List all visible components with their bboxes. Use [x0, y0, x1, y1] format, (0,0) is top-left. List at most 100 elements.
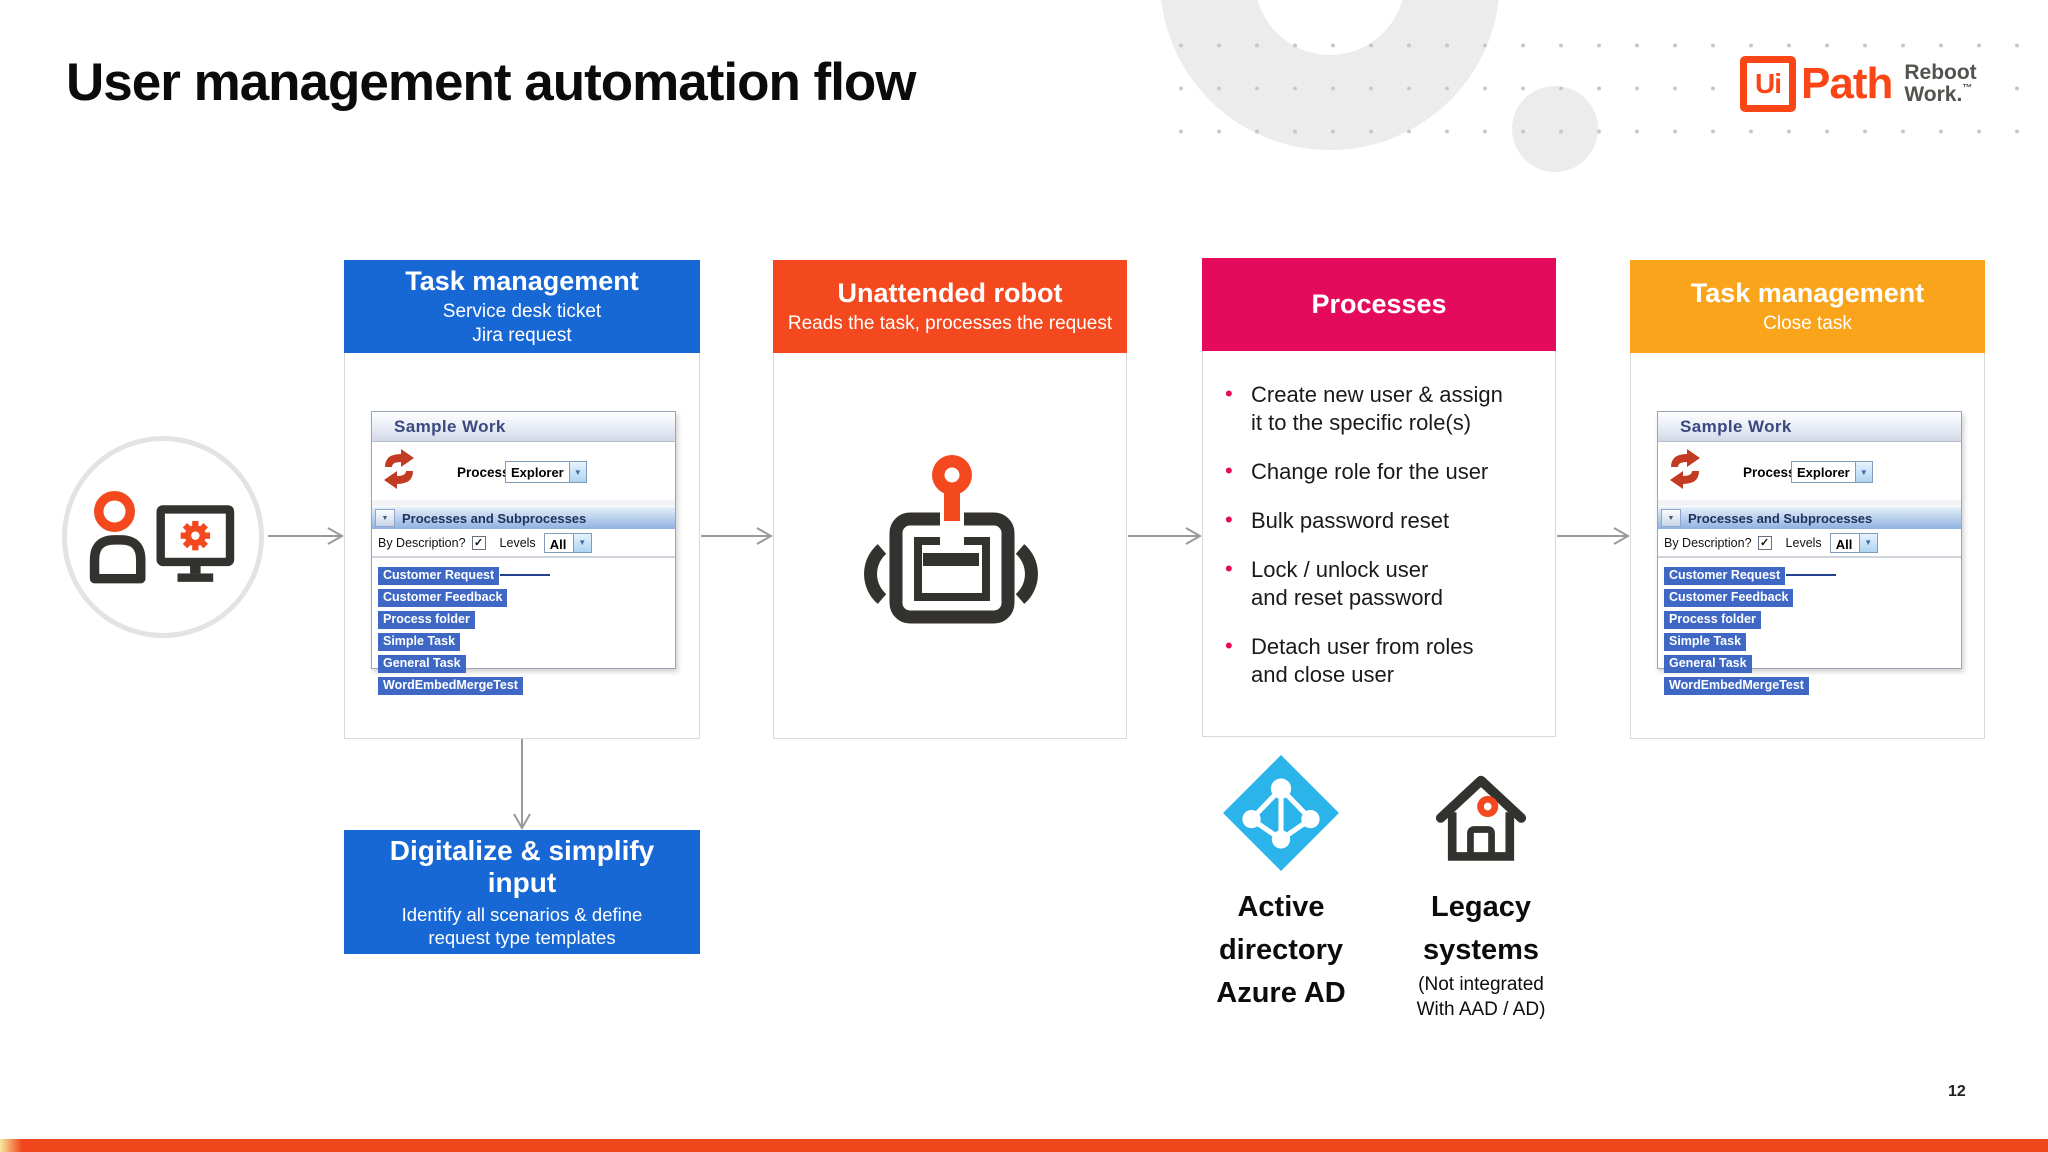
tree-node[interactable]: Simple Task: [378, 633, 461, 651]
sample-work-panel: Sample Work Process Explorer ▼ ▼ Process…: [371, 411, 676, 695]
logo-tagline: Reboot Work.™: [1904, 60, 1977, 106]
tree-node[interactable]: WordEmbedMergeTest: [1664, 677, 1809, 695]
tree-node[interactable]: Customer Feedback: [378, 589, 508, 607]
filter-row: By Description? ✓ Levels All ▼: [372, 529, 675, 558]
collapse-button[interactable]: ▼: [375, 509, 395, 527]
levels-dropdown[interactable]: All ▼: [1829, 532, 1878, 553]
logo-trademark: ™: [1962, 83, 1973, 94]
step2-title: Unattended robot: [837, 277, 1063, 308]
by-description-label: By Description?: [1664, 535, 1752, 550]
by-description-label: By Description?: [378, 535, 466, 550]
processes-section-bar: ▼ Processes and Subprocesses: [1658, 506, 1961, 529]
step4-body: Sample Work Process Explorer ▼ ▼ Process…: [1630, 353, 1985, 739]
tree-node[interactable]: Simple Task: [1664, 633, 1747, 651]
dropdown-arrow-icon[interactable]: ▼: [1854, 462, 1872, 482]
digitalize-title: Digitalize & simplify input: [389, 834, 655, 898]
tree-node[interactable]: Customer Request: [1664, 567, 1786, 585]
step-processes: Processes Create new user & assign it to…: [1202, 258, 1556, 737]
step1-body: Sample Work Process Explorer ▼ ▼ Process…: [344, 353, 700, 739]
refresh-icon: [384, 449, 414, 489]
process-dropdown[interactable]: Explorer ▼: [1791, 461, 1873, 483]
process-dropdown[interactable]: Explorer ▼: [505, 461, 587, 483]
person-head-icon: [94, 491, 135, 532]
bullet-item: Change role for the user: [1219, 457, 1541, 486]
tree-node[interactable]: Customer Feedback: [1664, 589, 1794, 607]
levels-dropdown-value: All: [1835, 536, 1853, 552]
step4-header: Task management Close task: [1630, 260, 1985, 353]
process-tree: Customer RequestCustomer Feedback Proces…: [1658, 558, 1961, 699]
active-directory-block: Active directory Azure AD: [1186, 752, 1376, 1015]
step4-subtitle: Close task: [1763, 312, 1852, 334]
legacy-systems-block: Legacy systems (Not integrated With AAD …: [1386, 752, 1576, 1022]
levels-label: Levels: [1785, 535, 1822, 550]
step1-header: Task management Service desk ticket Jira…: [344, 260, 700, 353]
page-number: 12: [1948, 1083, 1966, 1100]
tree-node[interactable]: Customer Request: [378, 567, 500, 585]
digitalize-subtitle: Identify all scenarios & define request …: [401, 903, 643, 948]
sample-work-title: Sample Work: [372, 412, 675, 442]
legacy-systems-label: Legacy systems: [1422, 891, 1540, 966]
tree-node[interactable]: WordEmbedMergeTest: [378, 677, 523, 695]
tree-node[interactable]: Process folder: [378, 611, 475, 629]
step-task-management-intake: Task management Service desk ticket Jira…: [344, 260, 700, 739]
process-dropdown-value: Explorer: [511, 465, 564, 480]
step2-body: [773, 353, 1127, 739]
person-body-icon: [89, 535, 146, 584]
dropdown-arrow-icon[interactable]: ▼: [1858, 533, 1877, 552]
bullet-item: Detach user from roles and close user: [1219, 632, 1541, 689]
step-task-management-close: Task management Close task Sample Work P…: [1630, 260, 1985, 739]
tree-node[interactable]: General Task: [378, 655, 466, 673]
active-directory-label: Active directory Azure AD: [1216, 891, 1346, 1009]
node-connector: [500, 573, 551, 576]
process-bullet-list: Create new user & assign it to the speci…: [1203, 351, 1555, 689]
collapse-button[interactable]: ▼: [1661, 509, 1681, 527]
legacy-systems-note: (Not integrated With AAD / AD): [1416, 973, 1546, 1020]
step3-body: Create new user & assign it to the speci…: [1202, 351, 1556, 737]
step2-subtitle: Reads the task, processes the request: [787, 312, 1113, 334]
sample-work-toolbar: Process Explorer ▼: [1658, 442, 1961, 506]
levels-label: Levels: [499, 535, 536, 550]
processes-section-bar: ▼ Processes and Subprocesses: [372, 506, 675, 529]
step-unattended-robot: Unattended robot Reads the task, process…: [773, 260, 1127, 739]
tree-node[interactable]: General Task: [1664, 655, 1752, 673]
requester-circle: [62, 436, 264, 638]
dropdown-arrow-icon[interactable]: ▼: [572, 533, 591, 552]
process-tree: Customer RequestCustomer Feedback Proces…: [372, 558, 675, 699]
by-description-checkbox[interactable]: ✓: [471, 535, 486, 550]
logo-path-text: Path: [1801, 59, 1893, 108]
step3-header: Processes: [1202, 258, 1556, 351]
footer-accent-bar: [0, 1139, 2048, 1152]
levels-dropdown-value: All: [549, 536, 567, 552]
process-dropdown-value: Explorer: [1797, 465, 1850, 480]
uipath-logo-icon: Ui: [1740, 56, 1796, 112]
robot-icon: [864, 455, 1038, 624]
digitalize-box: Digitalize & simplify input Identify all…: [344, 830, 700, 954]
legacy-house-icon: [1435, 775, 1527, 861]
page-title: User management automation flow: [66, 53, 917, 112]
step1-title: Task management: [405, 265, 639, 296]
node-connector: [1786, 573, 1837, 576]
step3-title: Processes: [1311, 289, 1447, 319]
bullet-item: Lock / unlock user and reset password: [1219, 555, 1541, 612]
logo-tagline-text: Reboot Work.: [1904, 60, 1977, 106]
dropdown-arrow-icon[interactable]: ▼: [568, 462, 586, 482]
tree-node[interactable]: Process folder: [1664, 611, 1761, 629]
sample-work-toolbar: Process Explorer ▼: [372, 442, 675, 506]
filter-row: By Description? ✓ Levels All ▼: [1658, 529, 1961, 558]
gear-icon: [180, 520, 211, 551]
logo-ui-text: Ui: [1755, 68, 1782, 99]
bullet-item: Create new user & assign it to the speci…: [1219, 380, 1541, 437]
sample-work-panel: Sample Work Process Explorer ▼ ▼ Process…: [1657, 411, 1962, 695]
step2-header: Unattended robot Reads the task, process…: [773, 260, 1127, 353]
azure-ad-icon: [1223, 755, 1339, 871]
by-description-checkbox[interactable]: ✓: [1757, 535, 1772, 550]
section-header-label: Processes and Subprocesses: [1688, 510, 1873, 526]
person-and-computer-icon: [89, 491, 235, 584]
refresh-icon: [1670, 449, 1700, 489]
sample-work-title: Sample Work: [1658, 412, 1961, 442]
uipath-logo: Ui Path Reboot Work.™: [1734, 52, 1983, 116]
step4-title: Task management: [1690, 277, 1925, 308]
bullet-item: Bulk password reset: [1219, 506, 1541, 535]
levels-dropdown[interactable]: All ▼: [543, 532, 592, 553]
